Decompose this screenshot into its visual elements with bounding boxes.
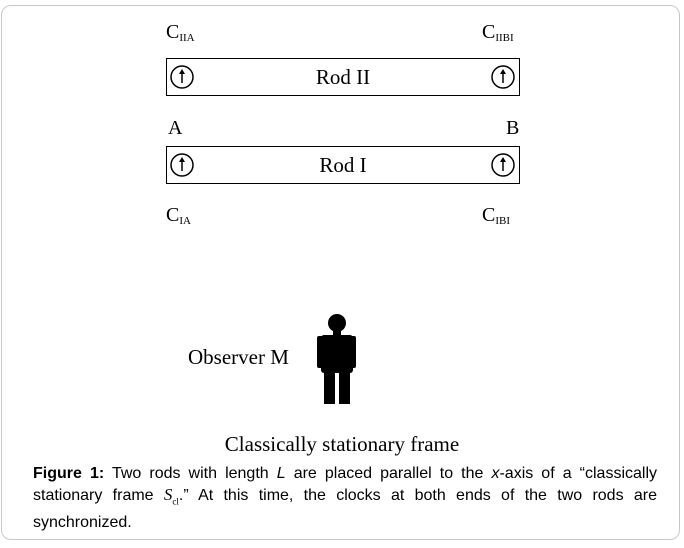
clock-icon xyxy=(170,153,194,177)
frame-symbol: Scl xyxy=(163,485,179,507)
clock-icon xyxy=(170,65,194,89)
clock-label-ia: CIA xyxy=(166,204,191,227)
clock-icon xyxy=(491,153,515,177)
observer-label: Observer M xyxy=(188,345,289,369)
rod-one-label: Rod I xyxy=(319,153,367,177)
end-label-b: B xyxy=(506,117,520,139)
figure-number: Figure 1: xyxy=(33,465,105,482)
frame-label: Classically stationary frame xyxy=(224,432,460,456)
observer-person-icon xyxy=(317,314,356,404)
clock-icon xyxy=(491,65,515,89)
rod-two: Rod II xyxy=(166,58,520,96)
clock-label-iia: CIIA xyxy=(166,21,195,44)
rod-two-label: Rod II xyxy=(315,65,371,89)
rod-one: Rod I xyxy=(166,146,520,184)
figure-caption: Figure 1: Two rods with length L are pla… xyxy=(33,465,658,532)
end-label-a: A xyxy=(168,117,183,139)
clock-label-ibi: CIBI xyxy=(482,204,511,227)
clock-label-iibi: CIIBI xyxy=(482,21,514,44)
